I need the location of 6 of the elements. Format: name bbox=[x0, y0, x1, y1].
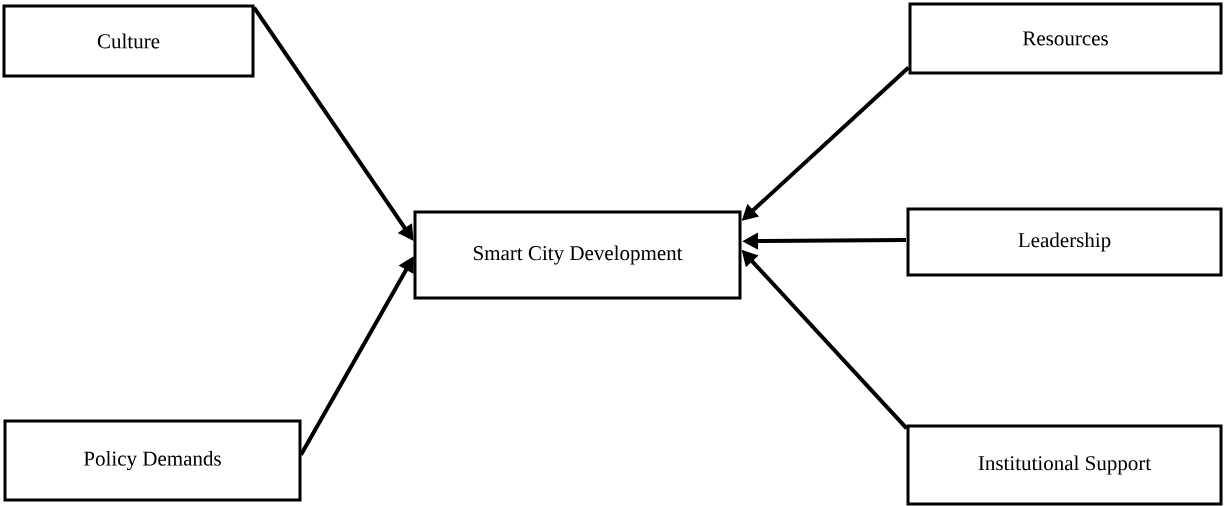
process-box: Institutional Support bbox=[906, 424, 1223, 506]
process-box: Leadership bbox=[906, 207, 1223, 277]
process-box: Policy Demands bbox=[3, 419, 302, 502]
process-box: Culture bbox=[2, 4, 255, 78]
process-box: Smart City Development bbox=[413, 210, 742, 300]
process-box: Resources bbox=[908, 2, 1223, 75]
